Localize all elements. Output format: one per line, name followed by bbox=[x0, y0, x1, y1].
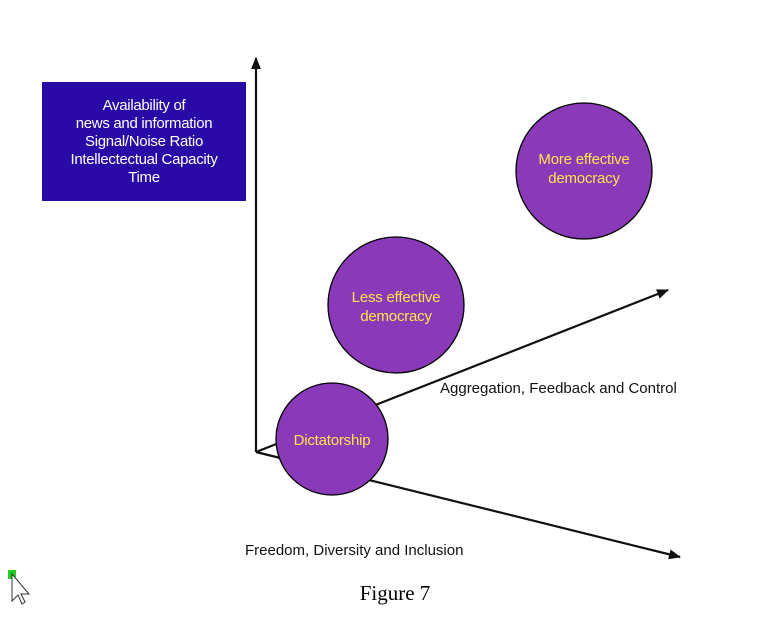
bubble-dictatorship-label: Dictatorship bbox=[294, 432, 371, 449]
bubble-less-effective-line-2: democracy bbox=[360, 308, 432, 325]
info-box-line-1: Availability of bbox=[103, 97, 187, 114]
bubble-less-effective-democracy: Less effective democracy bbox=[327, 236, 465, 374]
lower-right-axis-label: Freedom, Diversity and Inclusion bbox=[245, 542, 463, 559]
bubble-less-effective-circle bbox=[327, 236, 465, 374]
info-box-line-4: Intellectectual Capacity bbox=[70, 151, 218, 168]
bubble-less-effective-line-1: Less effective bbox=[352, 289, 441, 306]
info-box-background bbox=[42, 82, 246, 201]
info-box: Availability of news and information Sig… bbox=[42, 82, 246, 201]
bubble-dictatorship: Dictatorship bbox=[275, 382, 389, 496]
bubble-more-effective-democracy: More effective democracy bbox=[515, 102, 653, 240]
bubble-more-effective-line-2: democracy bbox=[548, 170, 620, 187]
arrow-cursor-icon bbox=[8, 570, 31, 605]
info-box-line-2: news and information bbox=[76, 115, 213, 132]
info-box-line-5: Time bbox=[128, 169, 160, 186]
figure-caption: Figure 7 bbox=[360, 581, 431, 605]
bubble-more-effective-line-1: More effective bbox=[538, 151, 629, 168]
upper-right-axis-label: Aggregation, Feedback and Control bbox=[440, 380, 677, 397]
cursor-arrow-shape bbox=[11, 572, 31, 605]
bubble-dictatorship-circle bbox=[275, 382, 389, 496]
bubble-more-effective-circle bbox=[515, 102, 653, 240]
info-box-line-3: Signal/Noise Ratio bbox=[85, 133, 203, 150]
